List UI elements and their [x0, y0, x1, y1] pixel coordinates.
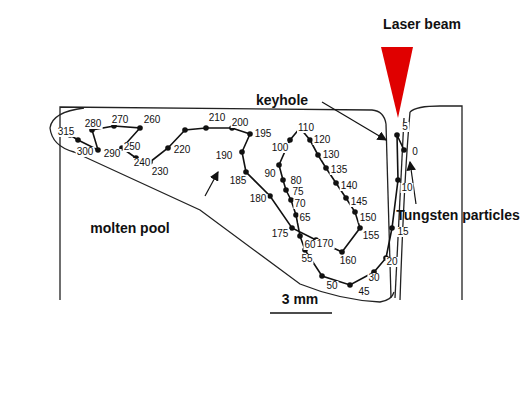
time-label: 300	[76, 147, 95, 157]
time-label: 75	[291, 187, 304, 197]
time-label: 0	[411, 147, 419, 157]
time-label: 140	[340, 181, 359, 191]
time-label: 55	[300, 254, 313, 264]
time-label: 250	[123, 142, 142, 152]
time-label: 30	[367, 273, 380, 283]
time-label: 185	[229, 176, 248, 186]
time-label: 10	[400, 183, 413, 193]
molten-pool-outline	[400, 112, 410, 300]
scale-bar	[270, 312, 332, 314]
time-label: 80	[289, 176, 302, 186]
time-label: 210	[208, 113, 227, 123]
part-label: 3 mm	[282, 292, 319, 306]
time-label: 315	[57, 127, 76, 137]
time-label: 145	[350, 197, 369, 207]
time-label: 50	[325, 281, 338, 291]
time-label: 220	[173, 145, 192, 155]
keyhole-wall	[386, 124, 391, 298]
time-label: 175	[271, 229, 290, 239]
workpiece-surface	[60, 107, 386, 300]
part-label: keyhole	[256, 93, 308, 107]
time-label: 135	[330, 165, 349, 175]
time-label: 65	[298, 213, 311, 223]
workpiece-surface	[410, 106, 462, 300]
time-label: 100	[271, 143, 290, 153]
leader-arrow	[205, 172, 218, 196]
time-label: 290	[103, 149, 122, 159]
time-label: 195	[254, 129, 273, 139]
time-label: 60	[303, 240, 316, 250]
time-label: 20	[385, 257, 398, 267]
time-label: 15	[396, 227, 409, 237]
particle-trajectory	[70, 126, 404, 285]
trajectory-dots	[67, 123, 407, 288]
part-label: molten pool	[90, 221, 169, 235]
time-label: 280	[84, 119, 103, 129]
time-label: 130	[322, 150, 341, 160]
time-label: 120	[313, 135, 332, 145]
molten-pool-outline	[50, 108, 394, 302]
time-label: 160	[339, 256, 358, 266]
time-label: 90	[263, 169, 276, 179]
time-label: 230	[151, 167, 170, 177]
laser-beam	[381, 47, 413, 118]
part-label: Tungsten particles	[396, 208, 519, 222]
time-label: 190	[215, 151, 234, 161]
time-label: 260	[143, 115, 162, 125]
time-label: 180	[249, 194, 268, 204]
time-label: 45	[357, 287, 370, 297]
leader-arrow	[322, 102, 386, 140]
time-label: 240	[133, 158, 152, 168]
part-label: Laser beam	[383, 17, 461, 31]
time-label: 170	[316, 239, 335, 249]
time-label: 5	[401, 122, 409, 132]
time-label: 70	[293, 199, 306, 209]
time-label: 150	[359, 213, 378, 223]
time-label: 155	[362, 231, 381, 241]
time-label: 200	[231, 118, 250, 128]
time-label: 270	[111, 115, 130, 125]
time-label: 110	[297, 123, 315, 133]
